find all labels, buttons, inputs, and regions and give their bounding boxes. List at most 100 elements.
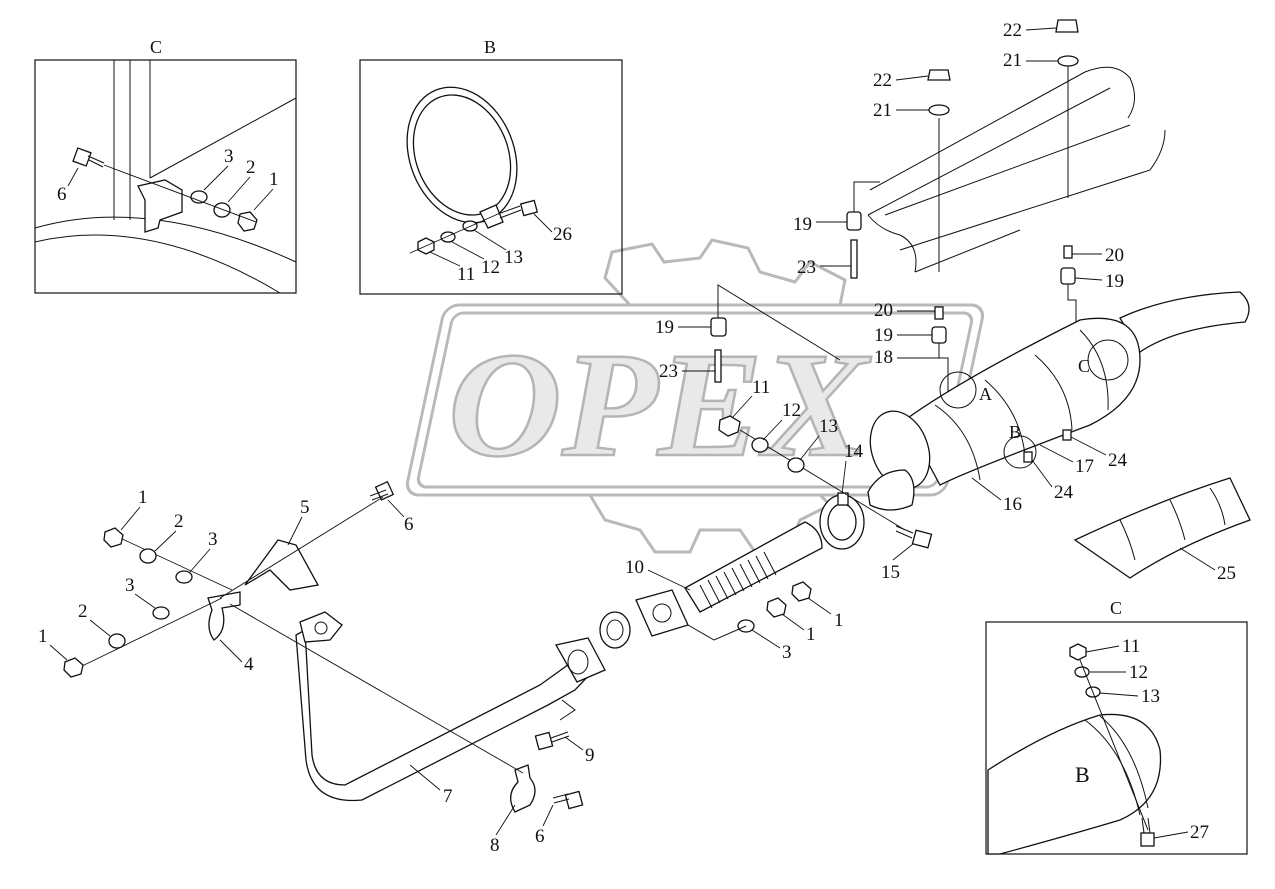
- inset-c2-callout-b: B: [1075, 762, 1090, 787]
- inset-b-frame: [359, 59, 623, 295]
- label-23-a: 23: [797, 257, 816, 278]
- inset-c-label-2: 2: [246, 157, 256, 178]
- label-19-c: 19: [874, 325, 893, 346]
- label-6-lower: 6: [535, 826, 545, 847]
- rubber-mount-19-b: [1060, 267, 1076, 285]
- label-25: 25: [1217, 563, 1236, 584]
- label-4: 4: [244, 654, 254, 675]
- gasket-and-clamp: [718, 415, 933, 550]
- flex-pipe-tube: [684, 521, 823, 613]
- spacer-20-a: [1063, 245, 1073, 259]
- bracket-8: [510, 764, 536, 813]
- inset-c2-frame: [985, 621, 1248, 855]
- muffler-band-3: [1034, 354, 1073, 431]
- clamp-bolt-24-b: [1023, 451, 1033, 463]
- detail-circle-c: [1087, 339, 1129, 381]
- muffler-band-2: [984, 379, 1026, 456]
- inset-c2-label-13: 13: [1141, 686, 1160, 707]
- washer-21-a: [928, 104, 950, 116]
- label-1-left-a: 1: [138, 487, 148, 508]
- bracket-plate: [137, 179, 183, 233]
- inset-c2-title: C: [1110, 598, 1122, 618]
- inset-c2-label-27: 27: [1190, 822, 1209, 843]
- label-8: 8: [490, 835, 500, 856]
- muffler-band-4: [1079, 329, 1109, 411]
- watermark-gear-outline: [603, 238, 847, 307]
- rubber-mount-19-a: [846, 211, 862, 231]
- inset-b-label-13: 13: [504, 247, 523, 268]
- bolt-9: [534, 731, 570, 751]
- label-13: 13: [819, 416, 838, 437]
- rubber-mount-19-c: [931, 326, 947, 344]
- bolt-6-lower: [552, 790, 584, 810]
- inset-c-label-6: 6: [57, 184, 67, 205]
- main-labels: 22 21 22 21 19 23 20 19 20 19 18 19 23 1…: [38, 20, 1236, 856]
- frame-top-edge: [149, 97, 297, 179]
- nut-1-right-b: [791, 581, 812, 602]
- inset-c-label-1: 1: [269, 169, 279, 190]
- detail-circle-a: [939, 371, 977, 409]
- clamp-band-inner: [412, 94, 512, 216]
- label-6-upper: 6: [404, 514, 414, 535]
- bracket-4: [207, 591, 241, 641]
- chassis-frame-rail: [867, 66, 1166, 273]
- watermark-text: OPEX: [448, 322, 872, 488]
- label-22-b: 22: [1003, 20, 1022, 41]
- washer-2-left-b: [108, 633, 126, 649]
- opex-watermark: OPEX: [405, 238, 985, 554]
- label-1-right-b: 1: [834, 610, 844, 631]
- washer-2-left-a: [139, 548, 157, 564]
- spacer-20-b: [934, 306, 944, 320]
- label-18: 18: [874, 347, 893, 368]
- inset-b-label-26: 26: [553, 224, 572, 245]
- muffler-assembly: A B C: [867, 291, 1250, 511]
- muffler-curve-outer: [34, 216, 297, 263]
- muffler-curve-inner: [34, 234, 281, 294]
- bolt-23-a: [850, 239, 858, 279]
- detail-circle-b: [1003, 435, 1037, 469]
- washer-3: [190, 190, 208, 204]
- heat-shield-25: [1073, 477, 1251, 579]
- label-20-a: 20: [1105, 245, 1124, 266]
- muffler-inlet-pipe: [867, 469, 915, 511]
- bolt-15: [895, 525, 933, 549]
- flange-10: [635, 589, 689, 637]
- muffler-band-1: [934, 404, 981, 481]
- label-11: 11: [752, 377, 770, 398]
- inset-c-frame: [34, 59, 297, 294]
- label-1-left-b: 1: [38, 626, 48, 647]
- label-15: 15: [881, 562, 900, 583]
- brackets-left: [63, 480, 584, 813]
- castle-nut-22-a: [927, 69, 951, 81]
- label-19-a: 19: [793, 214, 812, 235]
- clamp-tab-14: [837, 492, 849, 506]
- label-5: 5: [300, 497, 310, 518]
- label-3-left-b: 3: [125, 575, 135, 596]
- label-16: 16: [1003, 494, 1022, 515]
- tail-pipe: [1119, 291, 1250, 353]
- bolt-6-upper: [369, 480, 395, 501]
- nut-11-main: [718, 415, 741, 437]
- label-12: 12: [782, 400, 801, 421]
- inset-b-label-11: 11: [457, 264, 475, 285]
- inset-b-top: B 26 11 12 13: [359, 37, 623, 295]
- inset-b-title: B: [484, 37, 496, 57]
- label-7: 7: [443, 786, 453, 807]
- label-21-b: 21: [1003, 50, 1022, 71]
- label-23-b: 23: [659, 361, 678, 382]
- flex-pipe-bellows: [699, 551, 777, 609]
- inset-c2-label-11: 11: [1122, 636, 1140, 657]
- inset-c2-label-12: 12: [1129, 662, 1148, 683]
- exhaust-pipe-body: [295, 628, 593, 802]
- bolt-26: [497, 199, 539, 219]
- inset-c2-nut-11: [1069, 643, 1087, 661]
- exhaust-pipe-7: [295, 611, 606, 802]
- inset-c2-washer-12: [1074, 666, 1090, 678]
- castle-nut-22-b: [1055, 19, 1079, 33]
- label-24-b: 24: [1054, 482, 1074, 503]
- bolt-6: [72, 147, 105, 168]
- label-9: 9: [585, 745, 595, 766]
- label-3-right: 3: [782, 642, 792, 663]
- washer-21-b: [1057, 55, 1079, 67]
- callout-c: C: [1078, 356, 1090, 376]
